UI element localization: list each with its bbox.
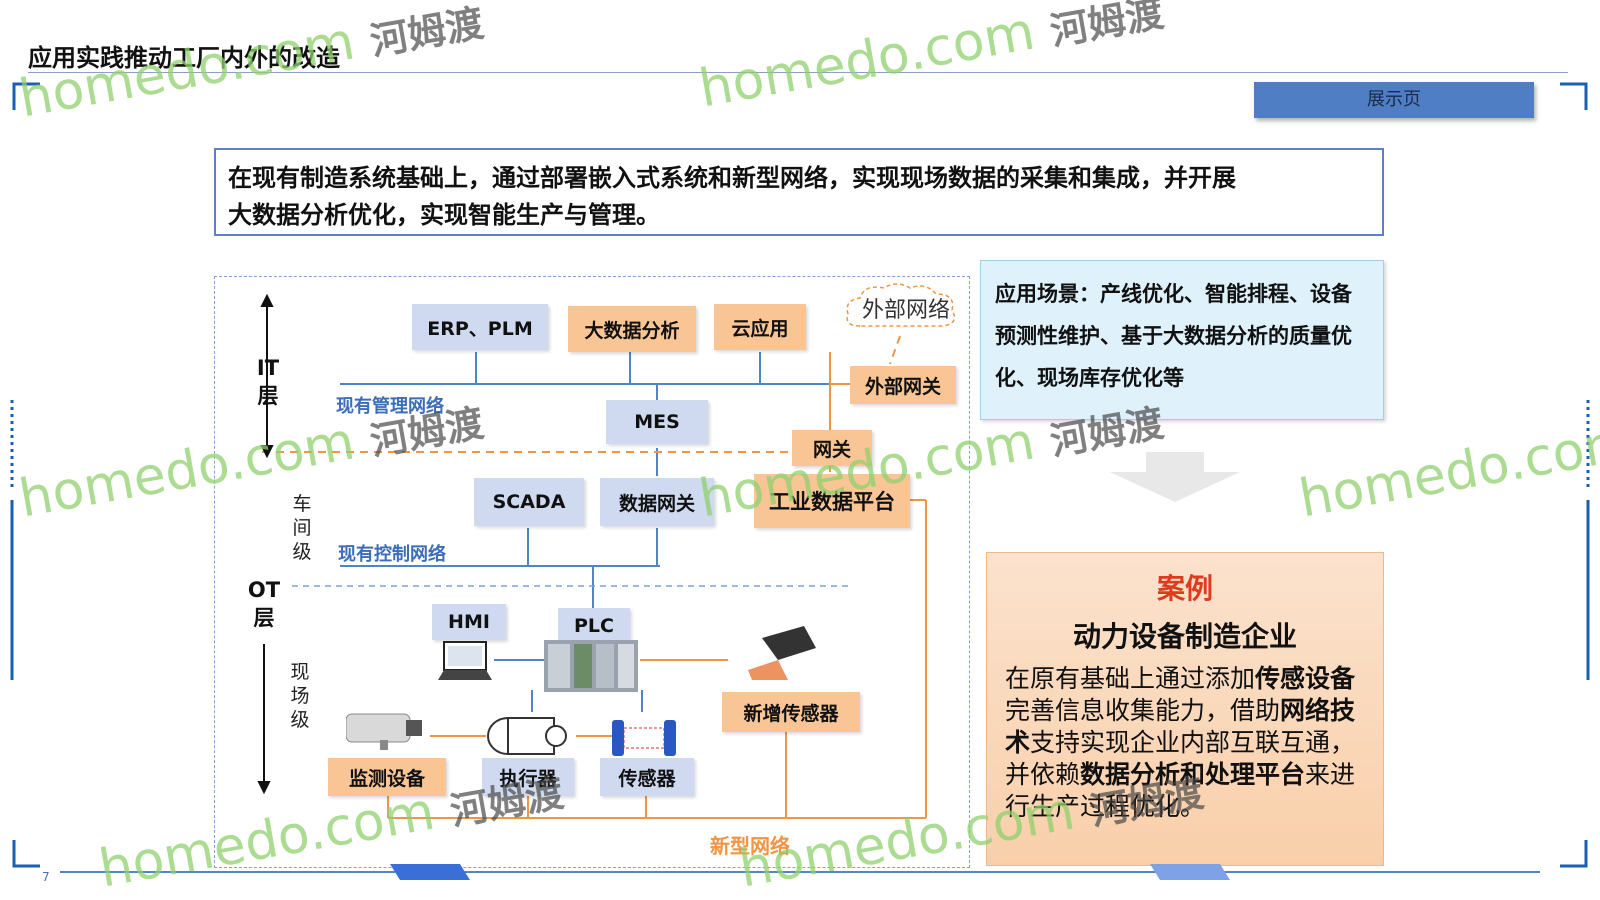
sensor-device-icon [612, 720, 676, 756]
show-page-button[interactable]: 展示页 [1254, 82, 1534, 118]
new-network-label: 新型网络 [710, 834, 790, 858]
case-bold-2: 网络技术 [1005, 696, 1356, 757]
gateway-node: 网关 [792, 430, 872, 466]
actuator-node: 执行器 [482, 758, 574, 796]
mes-node: MES [606, 400, 708, 444]
architecture-diagram [214, 276, 970, 868]
external-network-label: 外部网络 [861, 298, 950, 323]
scenario-box: 应用场景：产线优化、智能排程、设备预测性维护、基于大数据分析的质量优化、现场库存… [980, 260, 1384, 420]
plc-device-icon [544, 640, 638, 692]
field-level-label: 现 场 级 [290, 661, 310, 731]
title-divider [28, 72, 1568, 73]
laptop-icon [438, 641, 492, 680]
big-data-analysis-node: 大数据分析 [568, 306, 696, 352]
case-bold-1: 传感设备 [1255, 664, 1356, 693]
data-gateway-node: 数据网关 [600, 478, 714, 526]
case-box: 案例 动力设备制造企业 在原有基础上通过添加传感设备完善信息收集能力，借助网络技… [986, 552, 1384, 866]
camera-icon [346, 713, 422, 750]
erp-plm-node: ERP、PLM [412, 304, 548, 350]
mgmt-network-label: 现有管理网络 [336, 396, 444, 417]
case-text-2: 完善信息收集能力，借助 [1005, 696, 1281, 725]
hmi-node: HMI [432, 604, 506, 640]
workshop-level-label: 车 间 级 [292, 493, 312, 563]
cloud-icon [846, 283, 956, 327]
actuator-icon [487, 717, 567, 755]
summary-line-2: 大数据分析优化，实现智能生产与管理。 [228, 201, 660, 229]
control-network-label: 现有控制网络 [338, 544, 446, 565]
case-text-3: 支持实现企业内部互联互通，并依赖 [1005, 728, 1356, 789]
page-title: 应用实践推动工厂内外的改造 [28, 44, 340, 72]
ot-layer-label: OT 层 [247, 578, 281, 630]
it-layer-label: IT 层 [256, 356, 280, 408]
page-number: 7 [42, 870, 50, 884]
summary-box: 在现有制造系统基础上，通过部署嵌入式系统和新型网络，实现现场数据的采集和集成，并… [214, 148, 1384, 236]
cloud-app-node: 云应用 [714, 304, 806, 350]
external-gateway-node: 外部网关 [850, 366, 956, 404]
industrial-data-platform-node: 工业数据平台 [754, 474, 910, 528]
scanner-icon [748, 626, 816, 680]
case-text-1: 在原有基础上通过添加 [1005, 664, 1256, 693]
case-title: 案例 [1156, 572, 1213, 605]
summary-line-1: 在现有制造系统基础上，通过部署嵌入式系统和新型网络，实现现场数据的采集和集成，并… [228, 164, 1236, 192]
plc-node: PLC [558, 608, 630, 644]
monitoring-device-node: 监测设备 [328, 758, 446, 796]
sensor-node: 传感器 [600, 758, 694, 796]
case-bold-3: 数据分析和处理平台 [1080, 760, 1306, 789]
new-sensor-node: 新增传感器 [722, 692, 860, 732]
scada-node: SCADA [474, 478, 584, 526]
case-text-4: 来进行生产过程优化。 [1005, 760, 1356, 821]
case-body: 在原有基础上通过添加传感设备完善信息收集能力，借助网络技术支持实现企业内部互联互… [1005, 663, 1365, 823]
case-subtitle: 动力设备制造企业 [1072, 620, 1297, 653]
down-arrow-icon [1110, 452, 1240, 502]
